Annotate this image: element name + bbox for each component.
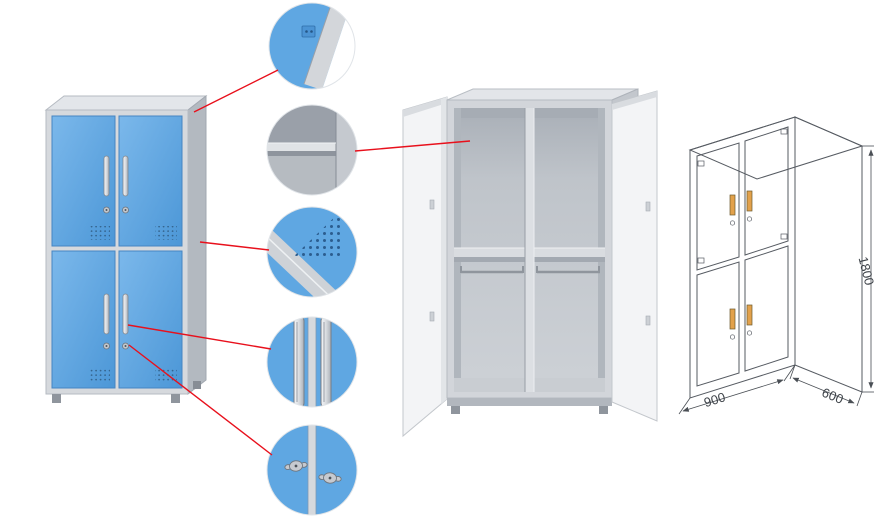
callout-circle <box>268 2 356 90</box>
connector-line-vents <box>199 241 270 251</box>
vent-holes <box>88 368 110 382</box>
cabinet-plinth <box>447 398 612 406</box>
wireframe-side-face <box>794 116 863 393</box>
callout-circle <box>266 206 358 298</box>
door-handle <box>103 155 110 197</box>
callout-circle <box>266 316 358 408</box>
cam-lock <box>318 472 342 484</box>
wireframe-handle <box>746 304 753 326</box>
callout-ventilation-holes-detail <box>266 206 358 298</box>
cabinet-top-face <box>44 95 208 111</box>
door-bottom-right <box>118 250 183 389</box>
wireframe-handle <box>746 190 753 212</box>
wireframe-door-bottom-left <box>696 261 740 387</box>
wireframe-lock <box>746 216 753 222</box>
cabinet-foot <box>171 394 180 403</box>
connector-line-handles <box>127 324 272 350</box>
callout-circle <box>266 104 358 196</box>
callout-connector-lines <box>127 69 471 456</box>
hinge-mark <box>697 257 705 264</box>
door-lock <box>122 342 129 350</box>
door-top-right <box>118 115 183 247</box>
hanging-rod <box>536 266 600 274</box>
interior-divider <box>524 108 535 392</box>
open-door-left <box>402 96 448 438</box>
width-dimension-label: 900 <box>702 389 727 410</box>
detail-callouts <box>266 2 358 516</box>
cabinet-foot <box>52 394 61 403</box>
depth-dimension-label: 600 <box>820 385 846 407</box>
wireframe-top-face <box>688 116 864 180</box>
connector-line-shelf <box>354 140 471 152</box>
vent-holes <box>155 226 177 240</box>
cabinet-side-panel <box>187 94 207 396</box>
callout-top-corner-detail <box>268 2 356 90</box>
hinge-bracket <box>301 25 316 38</box>
wireframe-front-face <box>689 116 796 399</box>
door-handle <box>122 155 129 197</box>
door-lock-hole <box>645 315 651 326</box>
vent-holes-pattern <box>290 208 344 260</box>
door-lock-hole <box>645 201 651 212</box>
vent-holes <box>88 226 110 240</box>
callout-interior-shelf-detail <box>266 104 358 196</box>
door-lock <box>103 342 110 350</box>
wireframe-handle <box>729 308 736 330</box>
connector-line-top-corner <box>193 69 279 113</box>
wireframe-door-top-right <box>744 126 789 256</box>
depth-dimension: 600 <box>789 364 863 407</box>
hinge-mark <box>780 128 788 135</box>
hinge-mark <box>780 233 788 240</box>
cam-lock <box>284 460 308 472</box>
hanging-rod <box>460 266 524 274</box>
callout-door-handles-detail <box>266 316 358 408</box>
cabinet-foot <box>193 381 201 389</box>
height-dimension-label: 1800 <box>856 255 878 287</box>
wireframe-lock <box>746 330 753 336</box>
door-lock <box>122 206 129 214</box>
cabinet-foot <box>599 406 608 414</box>
handle-detail <box>320 317 332 407</box>
closed-cabinet-render <box>44 94 208 403</box>
handle-detail <box>293 317 305 407</box>
height-dimension: 1800 <box>856 145 878 393</box>
callout-cam-locks-detail <box>266 424 358 516</box>
door-handle <box>122 293 129 335</box>
wireframe-handle <box>729 194 736 216</box>
width-dimension: 900 <box>678 364 796 415</box>
wireframe-lock <box>729 334 736 340</box>
wireframe-door-top-left <box>696 142 740 271</box>
door-lock-hole <box>429 199 435 210</box>
hinge-mark <box>697 160 705 167</box>
wireframe-door-bottom-right <box>744 245 789 372</box>
open-cabinet-render <box>402 88 658 438</box>
wireframe-lock <box>729 220 736 226</box>
open-door-right <box>611 90 658 422</box>
dimension-drawing: 1800 900 600 <box>678 116 878 415</box>
open-cabinet-top-face <box>446 88 639 101</box>
door-lock <box>103 206 110 214</box>
door-lock-hole <box>429 311 435 322</box>
door-handle <box>103 293 110 335</box>
connector-line-locks <box>128 344 273 456</box>
cabinet-foot <box>451 406 460 414</box>
callout-circle <box>266 424 358 516</box>
